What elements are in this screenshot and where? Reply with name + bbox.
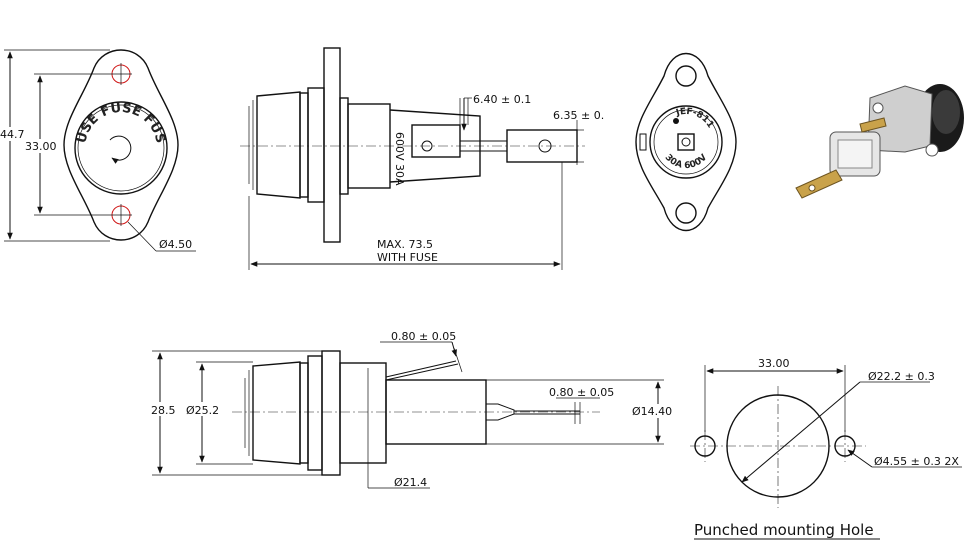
- product-render: [795, 84, 964, 199]
- dim-hole-spacing-label: 33.00: [25, 140, 57, 153]
- dim-tab-width-label: 6.40 ± 0.1: [473, 93, 531, 106]
- side-rating-text: 600V 30A: [393, 132, 406, 186]
- dim-overall-height-label: 44.7: [0, 128, 25, 141]
- side-view: 600V 30A 6.40 ± 0.1 6.35 ± 0. MAX. 73.5 …: [240, 47, 604, 270]
- dim-punch-spacing-label: 33.00: [758, 357, 790, 370]
- dim-tab-width2-label: 6.35 ± 0.: [553, 109, 604, 122]
- flange-outline: [63, 49, 179, 241]
- lead-nut: [307, 355, 323, 471]
- rear-part-text: JEF-811: [674, 107, 715, 130]
- lead-flange: [321, 350, 341, 476]
- punched-hole-view: 33.00 Ø22.2 ± 0.3 Ø4.55 ± 0.3 2X Punched…: [690, 357, 962, 540]
- render-tab: [795, 169, 843, 199]
- dim-max-length-label-2: WITH FUSE: [377, 251, 438, 264]
- nut: [307, 87, 325, 203]
- dim-lead-dia-mid-label: 0.80 ± 0.05: [549, 386, 614, 399]
- cap-body: [256, 91, 301, 199]
- tab-front: [411, 124, 461, 158]
- dim-nut-dia-label: Ø21.4: [394, 476, 427, 489]
- flange: [323, 47, 341, 243]
- dim-tube-dia-label: Ø14.40: [632, 405, 672, 418]
- fuse-cap-outline: [74, 101, 168, 195]
- rear-view: JEF-811 30A 600V: [635, 52, 737, 232]
- lead-tube: [385, 379, 487, 445]
- punched-small-hole-left: [694, 435, 716, 457]
- rear-hole-top: [675, 65, 697, 87]
- lead-body: [339, 362, 387, 464]
- punched-small-hole-right: [834, 435, 856, 457]
- lead-wire-radial: [385, 363, 459, 381]
- lead-cap-rim: [299, 362, 309, 464]
- dim-punch-small-dia-label: Ø4.55 ± 0.3 2X: [874, 455, 959, 468]
- dim-hole-dia-label: Ø4.50: [159, 238, 192, 251]
- punched-hole-caption: Punched mounting Hole: [694, 521, 874, 539]
- dim-lead-dia-top-label: 0.80 ± 0.05: [391, 330, 456, 343]
- front-view: FUSE FUSE FUSE 44.7 33.00 Ø4.50: [0, 0, 196, 252]
- rear-body-outline: [649, 105, 723, 179]
- rear-terminal: [677, 133, 695, 151]
- lead-cap-body: [252, 361, 301, 465]
- cap-arc-text: FUSE FUSE FUSE: [0, 0, 168, 145]
- dim-body-dia-1-label: 28.5: [151, 404, 176, 417]
- rotate-arrow-icon: [109, 135, 132, 164]
- dim-punch-hole-dia-label: Ø22.2 ± 0.3: [868, 370, 935, 383]
- body-rear: [389, 109, 481, 183]
- fuse-cap-inner-ring: [77, 104, 165, 192]
- body-tube: [347, 103, 391, 189]
- dim-punch-hole-dia: [741, 381, 861, 483]
- rear-hole-bottom: [675, 202, 697, 224]
- dim-max-length-label-1: MAX. 73.5: [377, 238, 433, 251]
- dim-body-dia-2-label: Ø25.2: [186, 404, 219, 417]
- rear-rating-text: 30A 600V: [663, 153, 710, 171]
- lead-side-view: 0.80 ± 0.05 0.80 ± 0.05 28.5 Ø25.2 Ø14.4…: [150, 330, 672, 489]
- tab-hole-rear: [538, 139, 552, 153]
- punched-main-hole: [726, 394, 830, 498]
- cap-rim: [299, 92, 309, 198]
- rear-side-lug: [639, 133, 647, 151]
- tab-hole-front: [421, 140, 433, 152]
- rear-flange-outline: [635, 52, 737, 232]
